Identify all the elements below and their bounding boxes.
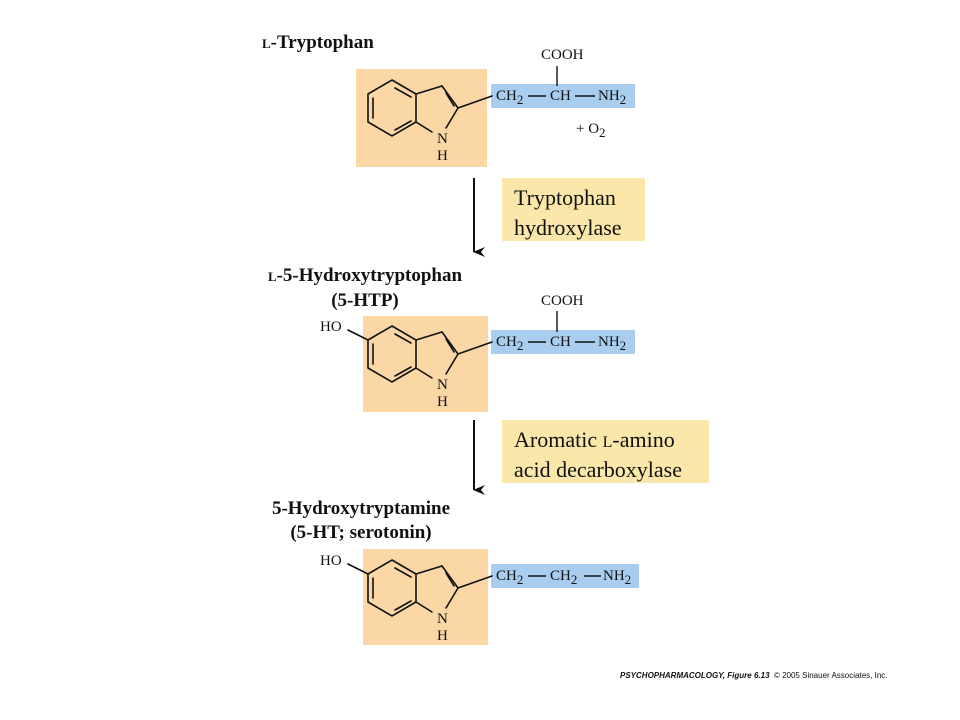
chain-atom-ch2-2: CH2 bbox=[496, 334, 524, 353]
chain-atom-ch2-3a: CH2 bbox=[496, 568, 524, 587]
ring-h-label-2: H bbox=[437, 394, 448, 410]
enzyme-box-tryptophan-hydroxylase: Tryptophan hydroxylase bbox=[502, 178, 645, 241]
compound-3-chain-box bbox=[491, 564, 639, 588]
chain-atom-ch-2: CH bbox=[550, 334, 571, 350]
substituent-ho-3: HO bbox=[320, 553, 342, 569]
ring-n-label-2: N bbox=[437, 377, 448, 393]
compound-2-name: L-5-Hydroxytryptophan (5-HTP) bbox=[267, 265, 463, 311]
compound-2-ring-box bbox=[363, 316, 488, 412]
compound-2-chain-box bbox=[491, 330, 635, 354]
ring-n-label-1: N bbox=[437, 131, 448, 147]
chain-atom-ch2-3b: CH2 bbox=[550, 568, 578, 587]
ring-h-label-3: H bbox=[437, 628, 448, 644]
chain-atom-nh2-2: NH2 bbox=[598, 334, 627, 353]
chain-atom-nh2-1: NH2 bbox=[598, 88, 627, 107]
indole-ring-2 bbox=[347, 325, 493, 383]
chain-atom-ch2-1: CH2 bbox=[496, 88, 524, 107]
chain-atom-ch-1: CH bbox=[550, 88, 571, 104]
substituent-ho-2: HO bbox=[320, 319, 342, 335]
ring-n-label-3: N bbox=[437, 611, 448, 627]
compound-1-name: L-Tryptophan bbox=[262, 32, 374, 53]
indole-ring-3 bbox=[347, 559, 493, 617]
figure-credit: PSYCHOPHARMACOLOGY, Figure 6.13 © 2005 S… bbox=[620, 671, 888, 680]
chain-atom-nh2-3: NH2 bbox=[603, 568, 632, 587]
compound-3-name: 5-Hydroxytryptamine (5-HT; serotonin) bbox=[271, 498, 451, 543]
compound-1-chain-box bbox=[491, 84, 635, 108]
carboxyl-label-2: COOH bbox=[541, 293, 584, 309]
compound-1-ring-box bbox=[356, 69, 487, 167]
ring-h-label-1: H bbox=[437, 148, 448, 164]
enzyme-box-aromatic-decarboxylase: Aromatic L-amino acid decarboxylase bbox=[502, 420, 709, 483]
chain-bonds bbox=[528, 66, 601, 577]
carboxyl-label-1: COOH bbox=[541, 47, 584, 63]
cofactor-oxygen: + O2 bbox=[576, 121, 606, 140]
indole-ring-1 bbox=[367, 79, 493, 137]
